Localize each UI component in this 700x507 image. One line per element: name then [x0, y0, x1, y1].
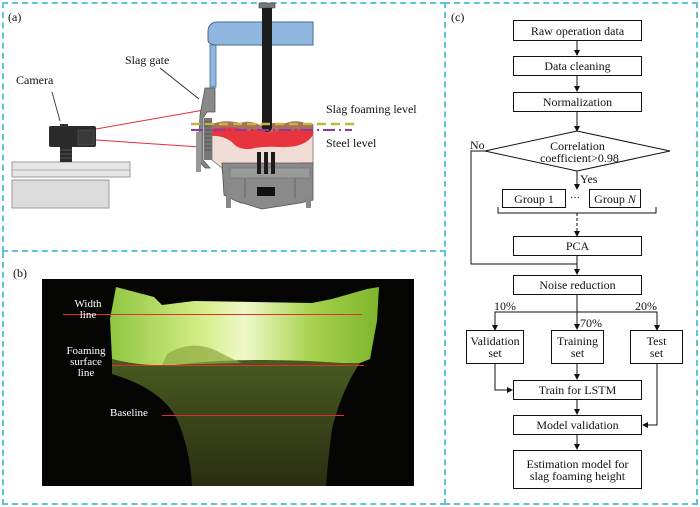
decision-diamond — [484, 130, 671, 172]
pct-validation: 10% — [494, 299, 516, 313]
panel-b — [2, 252, 446, 505]
training-set-line1: Training — [557, 334, 598, 348]
decision-text: Correlation coefficient>0.98 — [540, 139, 619, 165]
pct-training: 70% — [580, 316, 602, 330]
box-train-for-lstm: Train for LSTM — [513, 380, 642, 400]
width-line-label-line1: Width — [74, 298, 102, 310]
eaf-illustration — [11, 2, 358, 210]
test-set-line2: set — [649, 346, 664, 360]
furnace — [196, 2, 314, 210]
yes-label: Yes — [580, 172, 598, 186]
box-normalization: Normalization — [513, 92, 642, 112]
box-data-cleaning: Data cleaning — [513, 56, 642, 76]
box-validation-set: Validation set — [466, 330, 524, 364]
width-line-label: Width line — [60, 299, 116, 321]
split-branches — [494, 311, 658, 329]
camera-table — [11, 161, 131, 209]
laser-line-lower — [95, 139, 201, 148]
baseline-line — [162, 415, 344, 416]
width-line-label-line2: line — [79, 309, 97, 321]
box-noise-reduction: Noise reduction — [513, 275, 642, 295]
panel-c — [444, 2, 698, 505]
no-label: No — [470, 138, 485, 152]
laser-line-upper — [95, 109, 205, 130]
no-path — [470, 150, 577, 265]
camera-leader — [51, 91, 61, 122]
box-estimation-model: Estimation model for slag foaming height — [513, 450, 642, 489]
camera-label: Camera — [16, 73, 54, 87]
foaming-label-line2: surface — [70, 356, 102, 368]
panel-a-label: (a) — [8, 10, 22, 24]
group-n-prefix: Group — [594, 191, 628, 206]
steel-level-label: Steel level — [326, 136, 377, 150]
furnace-camera-image — [42, 279, 414, 486]
box-model-validation: Model validation — [513, 415, 642, 435]
slag-gate-label: Slag gate — [125, 53, 170, 67]
group-n-variable: N — [627, 191, 636, 206]
baseline-label: Baseline — [110, 407, 148, 419]
width-line — [63, 314, 362, 315]
arrow-validation-to-lstm — [494, 364, 513, 393]
box-pca: PCA — [513, 236, 642, 256]
slag-gate-leader — [159, 67, 200, 100]
pct-test: 20% — [635, 299, 657, 313]
group-ellipsis: ··· — [570, 193, 580, 204]
decision-text-line1: Correlation — [550, 139, 605, 153]
panel-c-label: (c) — [451, 10, 465, 24]
box-training-set: Training set — [551, 330, 604, 364]
foaming-label-line1: Foaming — [66, 345, 106, 357]
test-set-line1: Test — [646, 334, 667, 348]
validation-set-line1: Validation — [470, 334, 520, 348]
estimation-line1: Estimation model for — [526, 456, 629, 471]
panel-a — [2, 2, 446, 252]
foaming-surface-line — [112, 365, 364, 366]
slag-foaming-level-label: Slag foaming level — [326, 102, 417, 116]
decision-text-line2: coefficient>0.98 — [540, 151, 619, 165]
box-test-set: Test set — [630, 330, 683, 364]
furnace-image-content — [110, 287, 379, 486]
validation-set-line2: set — [488, 346, 502, 360]
foaming-surface-line-label: Foaming surface line — [56, 346, 116, 379]
box-group-1: Group 1 — [502, 189, 566, 208]
arrow-test-to-model-validation — [642, 364, 658, 428]
camera-icon — [49, 124, 96, 162]
panel-b-label: (b) — [13, 266, 27, 280]
box-raw-operation-data: Raw operation data — [513, 20, 642, 41]
estimation-line2: slag foaming height — [529, 468, 626, 483]
foaming-label-line3: line — [77, 367, 95, 379]
training-set-line2: set — [570, 346, 585, 360]
box-group-n: Group N — [589, 189, 641, 208]
